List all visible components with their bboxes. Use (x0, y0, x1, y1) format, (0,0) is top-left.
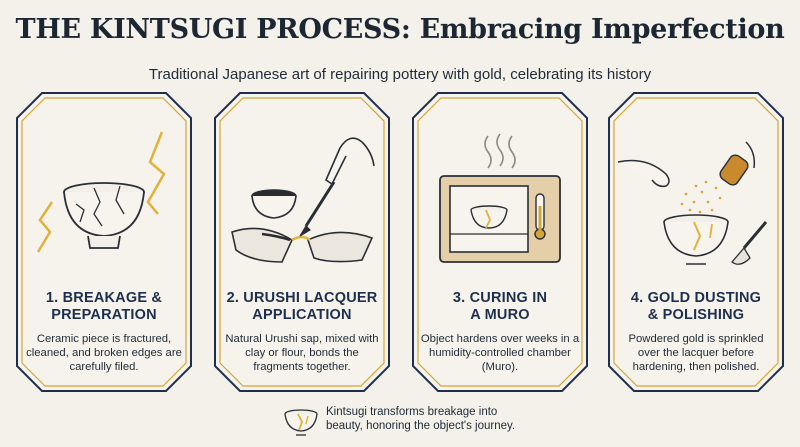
step-title: 3. CURING IN A MURO (452, 290, 548, 323)
step-card-3: 3. CURING IN A MURO Object hardens over … (412, 92, 588, 392)
footer-note: Kintsugi transforms breakage into beauty… (278, 400, 548, 440)
golden-bowl-icon (284, 409, 318, 436)
step-card-4: 4. GOLD DUSTING & POLISHING Powdered gol… (608, 92, 784, 392)
step-title: 2. URUSHI LACQUER APPLICATION (226, 290, 378, 323)
step-title: 4. GOLD DUSTING & POLISHING (630, 290, 762, 323)
step-card-2: 2. URUSHI LACQUER APPLICATION Natural Ur… (214, 92, 390, 392)
gold-dusting-icon (617, 141, 768, 265)
card-frame (214, 92, 390, 392)
footer-text: Kintsugi transforms breakage into beauty… (326, 406, 516, 432)
step-card-1: 1. BREAKAGE & PREPARATION Ceramic piece … (16, 92, 192, 392)
step-description: Ceramic piece is fractured, cleaned, and… (26, 333, 182, 373)
page-subtitle: Traditional Japanese art of repairing po… (148, 66, 652, 83)
lacquer-brush-icon (231, 137, 375, 263)
step-title: 1. BREAKAGE & PREPARATION (45, 290, 163, 323)
page-title: THE KINTSUGI PROCESS: Embracing Imperfec… (15, 14, 785, 45)
step-description: Powdered gold is sprinkled over the lacq… (628, 333, 764, 373)
broken-bowl-icon (36, 131, 166, 253)
step-description: Object hardens over weeks in a humidity-… (420, 333, 580, 373)
step-description: Natural Urushi sap, mixed with clay or f… (225, 333, 379, 373)
muro-cabinet-icon (439, 133, 561, 263)
